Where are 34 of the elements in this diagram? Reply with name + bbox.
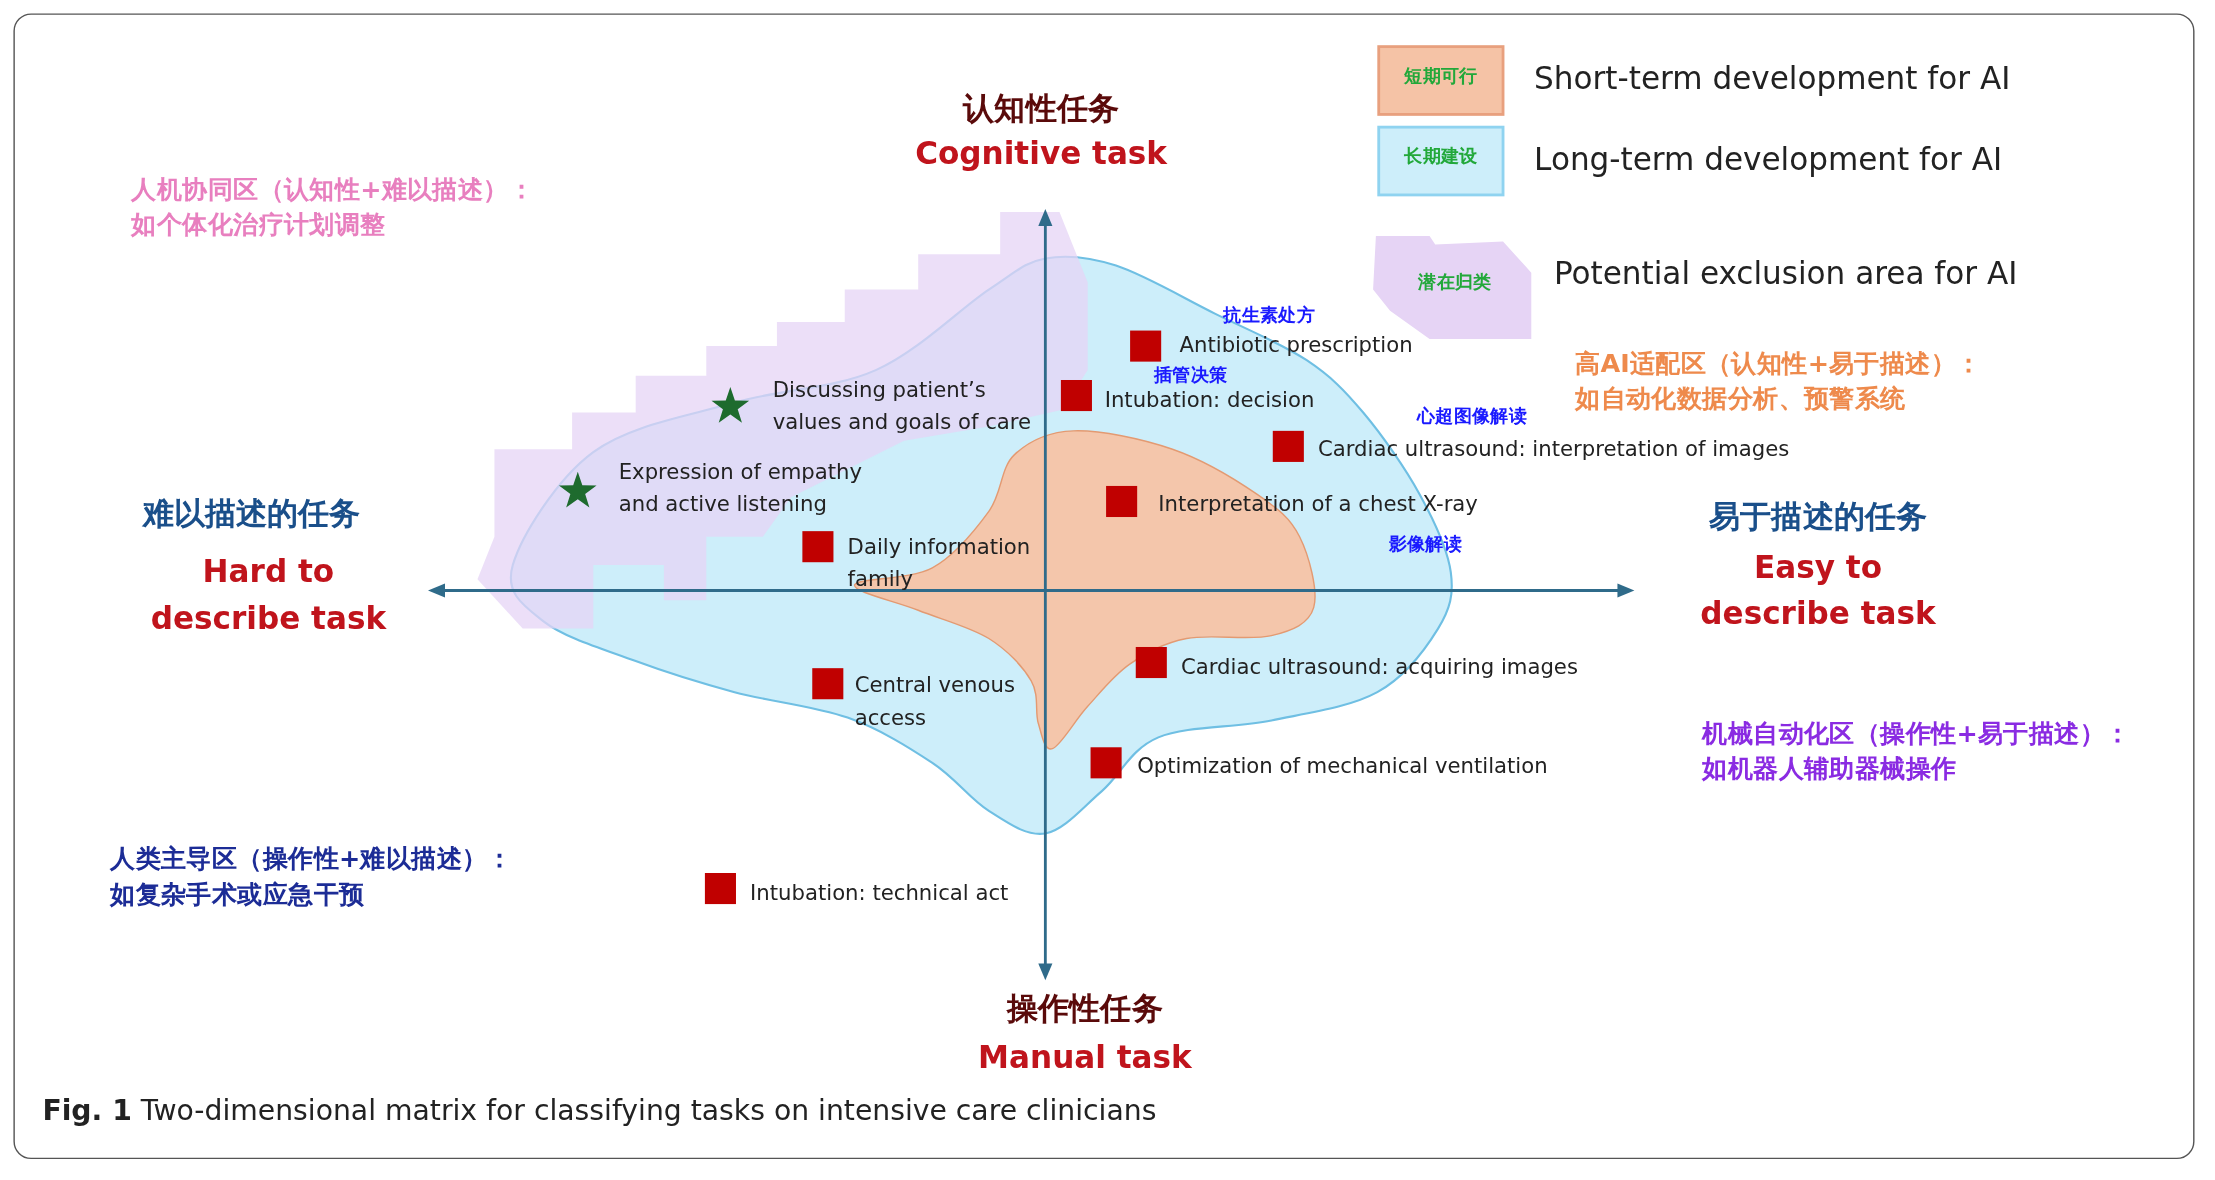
swatch-label: 短期可行 xyxy=(1404,65,1478,88)
task-label: Cardiac ultrasound: interpretation of images xyxy=(1318,436,1790,463)
zone-note: 机械自动化区（操作性+易于描述）：如机器人辅助器械操作 xyxy=(1702,716,2132,785)
task-label: Optimization of mechanical ventilation xyxy=(1137,752,1548,780)
zone-note: 人机协同区（认知性+难以描述）：如个体化治疗计划调整 xyxy=(131,172,536,241)
axis-label: describe task xyxy=(150,599,387,638)
task-label: Discussing patient’s values and goals of care xyxy=(772,376,1033,438)
figure-caption: Fig. 1 Two-dimensional matrix for classifying tasks on intensive care clinicians xyxy=(42,1093,1157,1129)
task-translation: 插管决策 xyxy=(1154,364,1228,388)
axis-label: 易于描述的任务 xyxy=(1709,497,1927,536)
axis-label: 难以描述的任务 xyxy=(142,494,361,534)
axis-label: Manual task xyxy=(978,1038,1192,1077)
axis-label: Easy to xyxy=(1754,548,1883,587)
task-label: Daily information family xyxy=(847,532,1032,595)
task-label: Intubation: decision xyxy=(1104,387,1315,414)
legend-label: Potential exclusion area for AI xyxy=(1553,254,2018,293)
task-translation: 心超图像解读 xyxy=(1416,405,1528,429)
axis-label: Hard to xyxy=(202,552,335,592)
task-label: Intubation: technical act xyxy=(750,880,1009,907)
task-label: Expression of empathy and active listening xyxy=(618,458,864,520)
task-translation: 抗生素处方 xyxy=(1223,303,1316,327)
task-translation: 影像解读 xyxy=(1388,532,1463,556)
zone-note: 高AI适配区（认知性+易于描述）：如自动化数据分析、预警系统 xyxy=(1575,346,1983,415)
axis-label: 认知性任务 xyxy=(963,89,1119,128)
task-label: Antibiotic prescription xyxy=(1179,331,1413,359)
axis-label: describe task xyxy=(1700,595,1936,634)
swatch-label: 潜在归类 xyxy=(1418,271,1492,295)
legend-label: Short-term development for AI xyxy=(1534,59,2011,99)
swatch-label: 长期建设 xyxy=(1404,145,1478,169)
axis-label: Cognitive task xyxy=(915,134,1168,173)
task-label: Central venous access xyxy=(854,671,1016,733)
axis-label: 操作性任务 xyxy=(1007,989,1163,1028)
legend-label: Long-term development for AI xyxy=(1534,140,2003,179)
zone-note: 人类主导区（操作性+难以描述）：如复杂手术或应急干预 xyxy=(110,842,514,911)
